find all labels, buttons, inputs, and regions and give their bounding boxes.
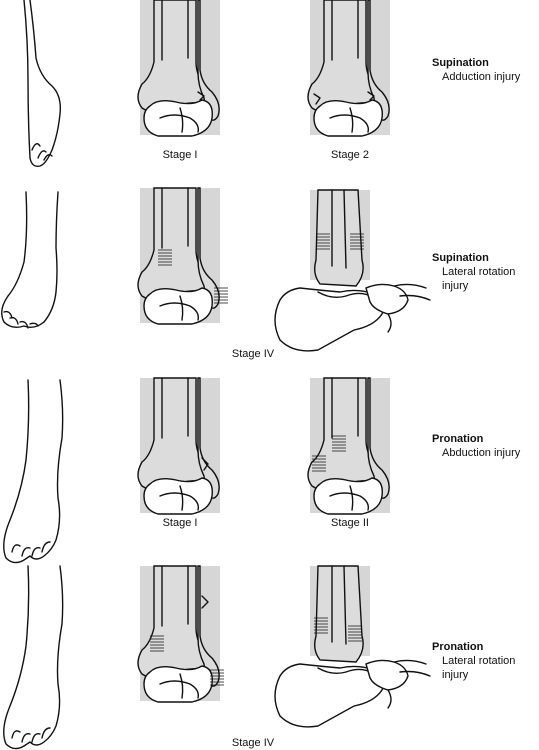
stage-label-row3-2: Stage II — [331, 517, 369, 529]
injury-mechanism: Lateral rotation injury — [442, 266, 516, 292]
row1-stage2-bones — [307, 0, 391, 137]
stage-label-row2-1: Stage IV — [231, 348, 275, 360]
injury-label-row4: Pronation Lateral rotation injury — [432, 640, 539, 682]
injury-type: Supination — [432, 57, 489, 69]
row3-stage1-bones — [137, 377, 221, 515]
row4-stage4-front — [137, 565, 225, 703]
stage-label-row4-1: Stage IV — [231, 737, 275, 749]
injury-mechanism: Lateral rotation injury — [442, 655, 516, 681]
row2-foot — [1, 191, 59, 329]
injury-mechanism: Abduction injury — [442, 447, 521, 459]
injury-label-row2: Supination Lateral rotation injury — [432, 251, 539, 293]
row3-stage2-bones — [307, 377, 391, 515]
stage-label-row1-2: Stage 2 — [331, 149, 369, 161]
injury-label-row3: Pronation Abduction injury — [432, 432, 520, 460]
row1-stage1-bones — [137, 0, 221, 137]
injury-type: Supination — [432, 252, 489, 264]
injury-label-row1: Supination Adduction injury — [432, 56, 520, 84]
injury-type: Pronation — [432, 641, 484, 653]
injury-type: Pronation — [432, 433, 484, 445]
row3-foot — [3, 379, 64, 564]
stage-label-row3-1: Stage I — [162, 517, 198, 529]
stage-label-row1-1: Stage I — [162, 149, 198, 161]
row2-stage4-lateral — [274, 189, 431, 352]
row2-stage4-front — [137, 187, 229, 325]
row1-foot — [23, 0, 62, 168]
row4-foot — [3, 565, 64, 750]
injury-mechanism: Adduction injury — [442, 71, 521, 83]
row4-stage4-lateral — [274, 565, 431, 728]
